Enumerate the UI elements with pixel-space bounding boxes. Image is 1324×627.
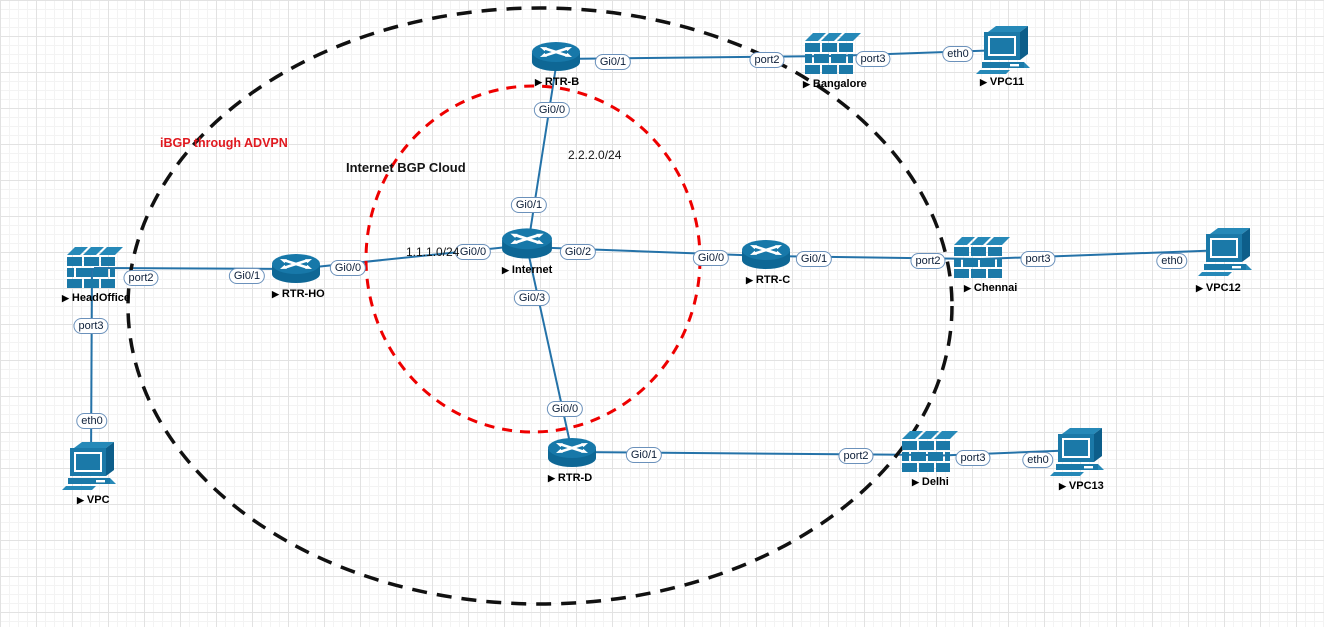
label-arrow-icon: ▶	[502, 265, 509, 275]
router-icon	[548, 438, 596, 467]
interface-badge-internet-gi00[interactable]: Gi0/0	[454, 244, 492, 260]
interface-badge-headoffice-port3[interactable]: port3	[73, 318, 109, 334]
pc-icon	[1050, 428, 1104, 476]
interface-badge-chennai-port3[interactable]: port3	[1020, 251, 1056, 267]
device-label-headoffice[interactable]: ▶HeadOffice	[62, 292, 130, 304]
device-delhi[interactable]: ▶Delhi	[900, 430, 958, 488]
device-vpc11[interactable]: ▶VPC11	[976, 24, 1034, 88]
pc-icon	[62, 442, 116, 490]
device-bangalore[interactable]: ▶Bangalore	[803, 32, 867, 90]
device-label-internet[interactable]: ▶Internet	[502, 264, 553, 276]
label-arrow-icon: ▶	[77, 495, 84, 505]
firewall-icon	[902, 431, 958, 472]
annotation-subnet-1110[interactable]: 1.1.1.0/24	[406, 245, 460, 259]
interface-badge-vpc12-eth0[interactable]: eth0	[1156, 253, 1188, 269]
link-rtrb-internet[interactable]	[527, 59, 558, 246]
label-arrow-icon: ▶	[1196, 283, 1203, 293]
device-vpc[interactable]: ▶VPC	[62, 440, 120, 506]
link-headoffice-vpc[interactable]	[90, 267, 93, 465]
device-label-rtr-d[interactable]: ▶RTR-D	[548, 472, 593, 484]
firewall-icon	[67, 247, 123, 288]
firewall-icon	[954, 237, 1010, 278]
label-arrow-icon: ▶	[272, 289, 279, 299]
device-rtr-d[interactable]: ▶RTR-D	[546, 436, 598, 484]
link-chennai-vpc12[interactable]	[980, 249, 1228, 260]
annotation-ibgp-advpn[interactable]: iBGP through ADVPN	[160, 136, 288, 150]
interface-badge-headoffice-port2[interactable]: port2	[123, 270, 159, 286]
label-arrow-icon: ▶	[746, 275, 753, 285]
interface-badge-rtrc-gi01[interactable]: Gi0/1	[795, 251, 833, 267]
device-label-vpc11[interactable]: ▶VPC11	[980, 76, 1025, 88]
interface-badge-vpc13-eth0[interactable]: eth0	[1022, 452, 1054, 468]
interface-badge-rtrd-gi01[interactable]: Gi0/1	[625, 447, 663, 463]
router-icon	[272, 254, 320, 283]
device-internet[interactable]: ▶Internet	[500, 226, 554, 276]
annotation-subnet-2220[interactable]: 2.2.2.0/24	[568, 148, 622, 162]
link-headoffice-rtrho[interactable]	[93, 267, 297, 270]
device-vpc13[interactable]: ▶VPC13	[1050, 426, 1108, 492]
interface-badge-chennai-port2[interactable]: port2	[910, 253, 946, 269]
device-label-chennai[interactable]: ▶Chennai	[964, 282, 1018, 294]
link-internet-rtrd[interactable]	[526, 246, 573, 453]
interface-badge-vpc-eth0[interactable]: eth0	[76, 413, 108, 429]
firewall-icon	[805, 33, 861, 74]
device-chennai[interactable]: ▶Chennai	[952, 236, 1017, 294]
device-headoffice[interactable]: ▶HeadOffice	[62, 246, 130, 304]
label-arrow-icon: ▶	[62, 293, 69, 303]
label-arrow-icon: ▶	[980, 77, 987, 87]
router-icon	[532, 42, 580, 71]
device-label-rtr-ho[interactable]: ▶RTR-HO	[272, 288, 325, 300]
interface-badge-internet-gi03[interactable]: Gi0/3	[513, 290, 551, 306]
pc-icon	[976, 26, 1030, 74]
device-label-rtr-c[interactable]: ▶RTR-C	[746, 274, 791, 286]
interface-badge-rtrb-gi01[interactable]: Gi0/1	[594, 54, 632, 70]
label-arrow-icon: ▶	[1059, 481, 1066, 491]
interface-badge-rtrho-gi00[interactable]: Gi0/0	[329, 260, 367, 276]
device-label-rtr-b[interactable]: ▶RTR-B	[535, 76, 580, 88]
interface-badge-bangalore-port3[interactable]: port3	[855, 51, 891, 67]
interface-badge-rtrho-gi01[interactable]: Gi0/1	[228, 268, 266, 284]
pc-icon	[1198, 228, 1252, 276]
device-label-vpc[interactable]: ▶VPC	[77, 494, 110, 506]
interface-badge-vpc11-eth0[interactable]: eth0	[942, 46, 974, 62]
device-label-vpc13[interactable]: ▶VPC13	[1059, 480, 1104, 492]
interface-badge-internet-gi02[interactable]: Gi0/2	[559, 244, 597, 260]
interface-badge-rtrd-gi00[interactable]: Gi0/0	[546, 401, 584, 417]
interface-badge-delhi-port3[interactable]: port3	[955, 450, 991, 466]
label-arrow-icon: ▶	[548, 473, 555, 483]
label-arrow-icon: ▶	[803, 79, 810, 89]
interface-badge-internet-gi01[interactable]: Gi0/1	[510, 197, 548, 213]
label-arrow-icon: ▶	[912, 477, 919, 487]
router-icon	[742, 240, 790, 269]
link-delhi-vpc13[interactable]	[928, 449, 1080, 457]
label-arrow-icon: ▶	[535, 77, 542, 87]
router-icon	[502, 228, 552, 259]
label-arrow-icon: ▶	[964, 283, 971, 293]
device-rtr-b[interactable]: ▶RTR-B	[530, 40, 582, 88]
interface-badge-bangalore-port2[interactable]: port2	[749, 52, 785, 68]
device-label-vpc12[interactable]: ▶VPC12	[1196, 282, 1241, 294]
device-vpc12[interactable]: ▶VPC12	[1196, 226, 1256, 294]
interface-badge-rtrb-gi00[interactable]: Gi0/0	[533, 102, 571, 118]
ibgp-advpn-ellipse[interactable]	[126, 6, 954, 606]
interface-badge-delhi-port2[interactable]: port2	[838, 448, 874, 464]
annotation-internet-bgp-cloud[interactable]: Internet BGP Cloud	[346, 160, 466, 175]
device-label-bangalore[interactable]: ▶Bangalore	[803, 78, 867, 90]
device-rtr-ho[interactable]: ▶RTR-HO	[270, 252, 325, 300]
interface-badge-rtrc-gi00[interactable]: Gi0/0	[692, 250, 730, 266]
device-label-delhi[interactable]: ▶Delhi	[912, 476, 949, 488]
device-rtr-c[interactable]: ▶RTR-C	[740, 238, 792, 286]
